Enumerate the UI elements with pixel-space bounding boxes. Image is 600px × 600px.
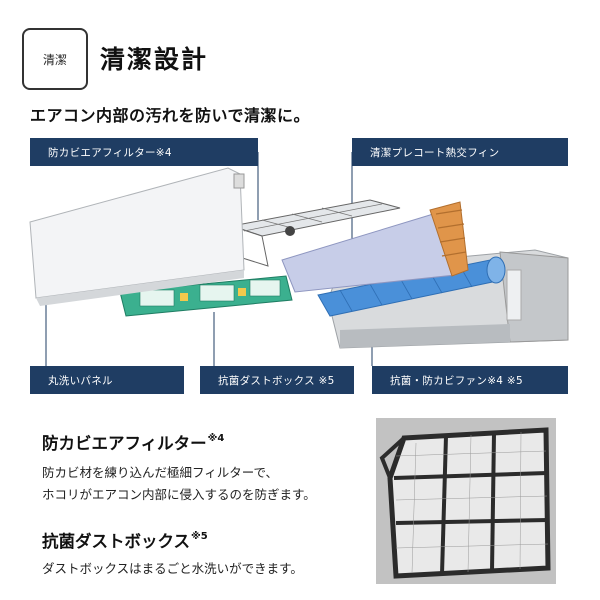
footnote-mark: ※4 <box>207 433 225 444</box>
front-panel <box>29 167 245 306</box>
dustbox-part <box>119 275 293 317</box>
page-title: 清潔設計 <box>100 45 209 74</box>
body-line: ダストボックスはまるごと水洗いができます。 <box>42 561 303 576</box>
label-fan: 抗菌・防カビファン※4 ※5 <box>372 366 568 394</box>
section-title-text: 防カビエアフィルター <box>42 434 207 453</box>
body-line: 防カビ材を練り込んだ極細フィルターで、 <box>42 465 279 480</box>
body-line: ホコリがエアコン内部に侵入するのを防ぎます。 <box>42 487 316 502</box>
section-body-filter: 防カビ材を練り込んだ極細フィルターで、 ホコリがエアコン内部に侵入するのを防ぎま… <box>42 462 316 506</box>
filter-photo <box>376 418 556 584</box>
label-dustbox: 抗菌ダストボックス ※5 <box>200 366 354 394</box>
footnote-mark: ※5 <box>191 531 208 542</box>
heat-exchanger-fin <box>281 201 469 293</box>
section-body-dustbox: ダストボックスはまるごと水洗いができます。 <box>42 558 303 580</box>
label-heat-exchanger-fin: 清潔プレコート熱交フィン <box>352 138 568 166</box>
category-badge: 清潔 <box>22 28 88 90</box>
label-washable-panel: 丸洗いパネル <box>30 366 184 394</box>
section-title-filter: 防カビエアフィルター※4 <box>42 430 224 454</box>
aircon-exploded-diagram <box>29 152 569 366</box>
section-title-dustbox: 抗菌ダストボックス※5 <box>42 528 208 552</box>
page-subtitle: エアコン内部の汚れを防いで清潔に。 <box>30 106 311 125</box>
section-title-text: 抗菌ダストボックス <box>42 532 191 551</box>
label-air-filter: 防カビエアフィルター※4 <box>30 138 258 166</box>
air-filter-part <box>230 199 401 267</box>
